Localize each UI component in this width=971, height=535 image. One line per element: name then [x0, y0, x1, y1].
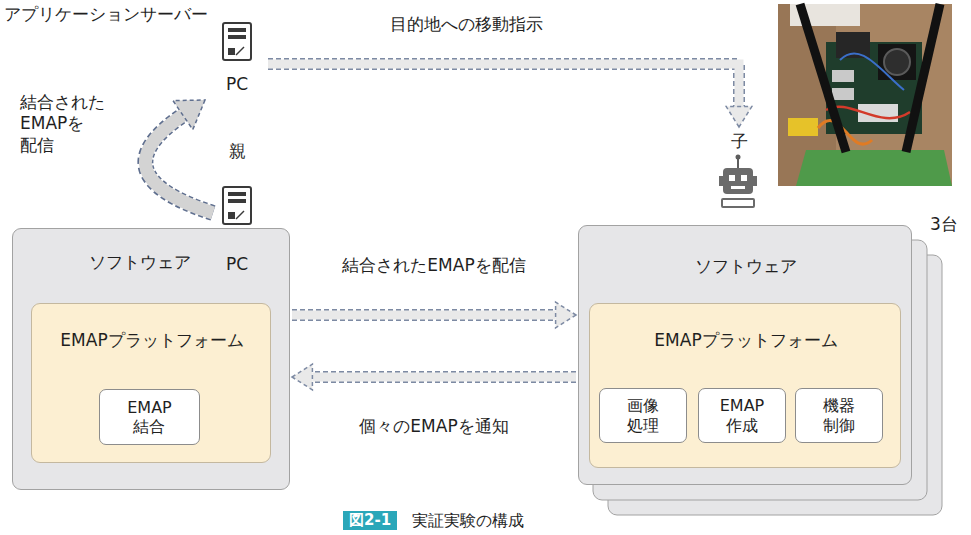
figure-number: 図2-1 [343, 511, 397, 530]
text-slot: 子 [731, 131, 748, 152]
arrow-head [556, 302, 576, 328]
text-slot: EMAPプラットフォーム [654, 330, 837, 351]
flow-arrow [268, 64, 752, 127]
box-title: EMAPプラットフォーム [60, 330, 243, 351]
text-slot: PC [226, 254, 248, 275]
platform-box: EMAPプラットフォーム EMAP 結合 [31, 303, 271, 463]
arrow-outline [145, 115, 213, 213]
text-slot: PC [226, 74, 248, 95]
role-label: 親 [229, 141, 246, 162]
flow-arrow [292, 364, 576, 390]
arrow-band [268, 64, 739, 107]
text-slot: 目的地への移動指示 [390, 14, 543, 35]
text-slot: 実証実験の構成 [412, 511, 524, 531]
text-slot: 親 [229, 141, 246, 162]
function-label: 機器 制御 [823, 396, 855, 434]
text-slot: 図2-1 [343, 511, 397, 530]
pc-label: PC [226, 254, 248, 275]
function-box: EMAP 作成 [698, 388, 786, 443]
server-label: アプリケーションサーバー [4, 4, 208, 25]
arrow-outline [292, 309, 556, 321]
text-slot: アプリケーションサーバー [4, 4, 208, 25]
device-photo [778, 4, 952, 186]
edge-label: 結合されたEMAPを配信 [342, 255, 525, 276]
text-slot: ソフトウェア [695, 256, 797, 277]
text-slot: EMAPプラットフォーム [60, 330, 243, 351]
function-label: 画像 処理 [627, 396, 659, 434]
arrow-band [145, 115, 213, 213]
function-box: 画像 処理 [599, 388, 687, 443]
function-label: EMAP 結合 [127, 398, 172, 436]
role-label: 子 [731, 131, 748, 152]
pc-label: PC [226, 74, 248, 95]
robot-icon [719, 155, 757, 208]
edge-label: 目的地への移動指示 [390, 14, 543, 35]
function-box: 機器 制御 [795, 388, 883, 443]
software-box: ソフトウェア子EMAPプラットフォーム画像 処理EMAP 作成機器 制御 [578, 225, 912, 485]
pc-icon [223, 23, 251, 60]
flow-arrow [292, 302, 576, 328]
function-label: EMAP 作成 [720, 396, 765, 434]
edge-label: 個々のEMAPを通知 [359, 416, 508, 437]
arrow-head [726, 107, 752, 127]
box-title: ソフトウェア [695, 256, 797, 277]
text-slot: 3台 [930, 214, 958, 235]
function-box: EMAP 結合 [99, 389, 200, 445]
box-title: EMAPプラットフォーム [654, 330, 837, 351]
arrow-outline [268, 64, 739, 107]
pc-icon [223, 187, 251, 224]
flow-arrow [145, 100, 213, 213]
caption: 実証実験の構成 [412, 511, 524, 531]
parent-pc: 親 PC [215, 141, 259, 275]
text-slot: 個々のEMAPを通知 [359, 416, 508, 437]
text-slot: 結合された EMAPを 配信 [20, 92, 105, 156]
arrow-outline [312, 371, 576, 383]
arrow-head [292, 364, 312, 390]
edge-label: 結合された EMAPを 配信 [20, 92, 105, 156]
arrow-band [312, 373, 576, 382]
child-robot: 子 [719, 129, 759, 215]
arrow-head [173, 100, 205, 130]
text-slot: ソフトウェア [89, 252, 191, 273]
platform-box: EMAPプラットフォーム画像 処理 EMAP 作成 機器 制御 [589, 303, 901, 468]
unit-count: 3台 [930, 214, 958, 235]
software-box: ソフトウェア親PCEMAPプラットフォームEMAP 結合 [12, 228, 290, 490]
server-pc: アプリケーションサーバー PC [4, 4, 266, 98]
arrow-band [292, 311, 556, 320]
box-title: ソフトウェア [89, 252, 191, 273]
text-slot: 結合されたEMAPを配信 [342, 255, 525, 276]
